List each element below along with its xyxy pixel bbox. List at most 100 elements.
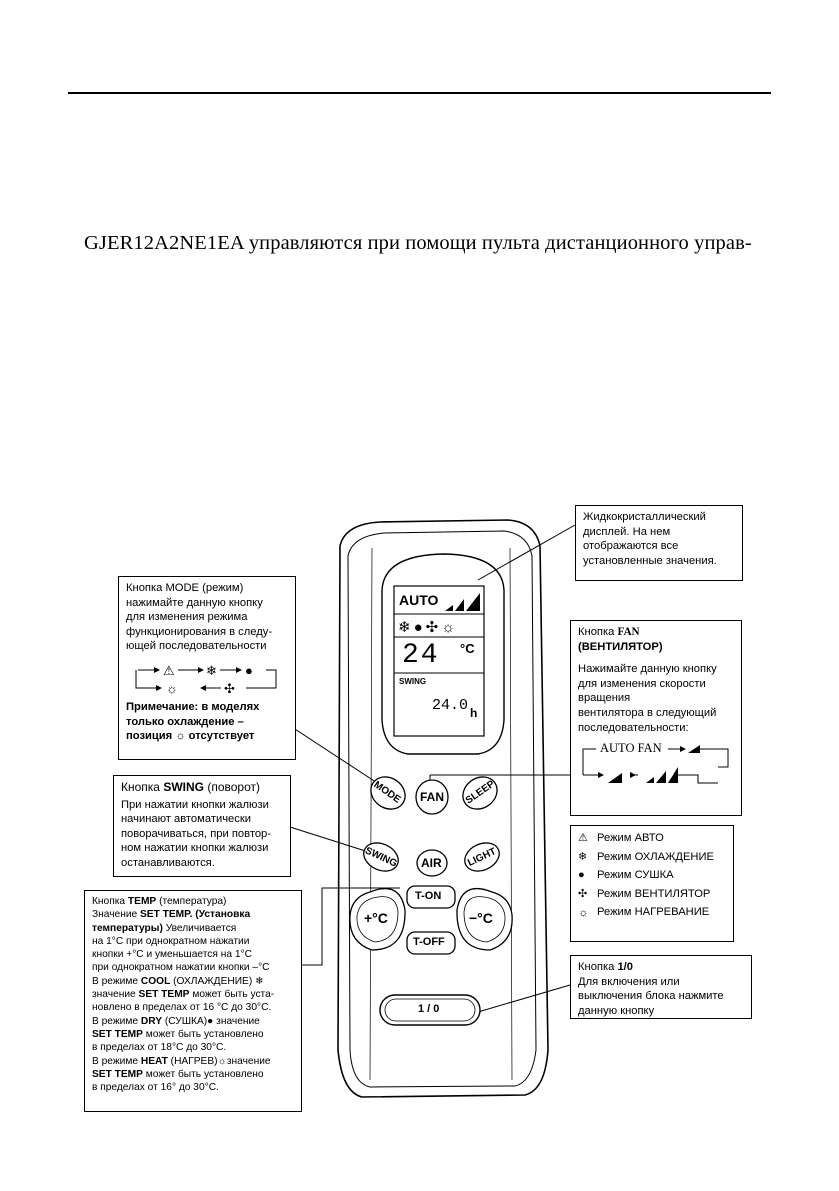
callout-temp-text: В режиме — [92, 1015, 141, 1027]
callout-mode-line: ющей последовательности — [126, 640, 267, 653]
callout-lcd-line: установленные значения. — [583, 554, 717, 567]
fan-icon: ✣ — [578, 888, 588, 901]
callout-temp-text: В режиме — [92, 975, 141, 987]
button-air — [416, 849, 448, 877]
callout-temp-text: в пределах от 16° до 30°С. — [92, 1082, 219, 1094]
mode-legend-item: Режим ВЕНТИЛЯТОР — [597, 887, 711, 900]
lcd-fan-bar-2 — [455, 599, 464, 611]
snowflake-icon: ❄ — [578, 850, 588, 863]
callout-mode-note-pos: позиция — [126, 730, 173, 743]
callout-swing-title-suffix: (поворот) — [207, 780, 261, 794]
callout-temp-text: может быть установлено — [142, 1028, 264, 1040]
lcd-mode-icons: ❄●✣☼ — [398, 619, 458, 636]
callout-swing-line: ном нажатии кнопки жалюзи — [121, 842, 269, 855]
callout-temp-text: значение — [226, 1055, 271, 1067]
callout-temp-bold: HEAT — [140, 1055, 168, 1067]
button-air-label[interactable]: AIR — [421, 856, 442, 870]
callout-temp-bold: DRY — [140, 1015, 162, 1027]
callout-power-line: данную кнопку — [578, 1004, 655, 1017]
button-sleep — [462, 776, 498, 810]
button-t-off-label[interactable]: T-OFF — [413, 936, 445, 948]
callout-temp-text: может быть установлено — [142, 1068, 264, 1080]
callout-swing-line: поворачиваться, при повтор- — [121, 827, 271, 840]
callout-temp-text: (температура) — [156, 896, 227, 907]
callout-temp-bold: SET TEMP. (Установка — [140, 909, 251, 921]
callout-mode-line: нажимайте данную кнопку — [126, 596, 263, 609]
callout-fan-line: вращения — [578, 692, 631, 705]
header-rule — [68, 92, 771, 94]
auto-icon: ⚠ — [163, 663, 175, 678]
mode-legend-item: Режим ОХЛАЖДЕНИЕ — [597, 850, 715, 863]
callout-fan-line: Нажимайте данную кнопку — [578, 663, 717, 676]
callout-temp-bold: TEMP — [127, 896, 157, 907]
callout-mode-note: только охлаждение – — [126, 715, 244, 728]
callout-lcd: Жидкокристаллический дисплей. На нем ото… — [575, 505, 743, 581]
callout-temp-bold: SET TEMP — [138, 989, 190, 1001]
callout-power: Кнопка 1/0 Для включения или выключения … — [570, 955, 752, 1019]
callout-temp-bold: SET TEMP — [92, 1028, 143, 1040]
callout-mode: Кнопка MODE (режим) нажимайте данную кно… — [118, 576, 296, 760]
callout-swing: Кнопка SWING (поворот) При нажатии кнопк… — [113, 775, 291, 877]
button-t-on — [406, 885, 456, 909]
lcd-temp: 24 — [402, 640, 440, 671]
callout-temp-text: значение — [92, 989, 139, 1001]
callout-temp-bold: SET TEMP — [92, 1068, 143, 1080]
intro-text: GJER12A2NE1EA управляются при помощи пул… — [84, 232, 752, 254]
button-power-label[interactable]: 1 / 0 — [418, 1003, 440, 1015]
callout-temp-text: в пределах от 18°С до 30°С. — [92, 1042, 227, 1054]
lcd-auto: AUTO — [399, 592, 439, 608]
button-fan-label[interactable]: FAN — [420, 790, 444, 804]
callout-temp: Кнопка TEMP (температура) Значение SET T… — [84, 890, 302, 1112]
lcd-timer-unit: h — [470, 706, 478, 720]
callout-swing-line: При нажатии кнопки жалюзи — [121, 798, 269, 811]
callout-fan-line: последовательности: — [578, 721, 689, 734]
mode-legend-item: Режим СУШКА — [597, 869, 674, 882]
button-power — [379, 994, 481, 1026]
drop-icon: ● — [207, 1015, 214, 1027]
callout-mode-note: Примечание: в моделях — [126, 700, 260, 713]
callout-temp-text: на 1°С при однократном нажатии — [92, 935, 250, 947]
callout-swing-title-name: SWING — [163, 780, 204, 794]
button-temp-minus-label[interactable]: −°C — [469, 910, 493, 926]
callout-temp-text: В режиме — [92, 1055, 141, 1067]
auto-icon: ⚠ — [578, 832, 589, 845]
sun-icon: ☼ — [166, 681, 178, 696]
callout-temp-text: кнопки +°С и уменьшается на 1°С — [92, 949, 252, 961]
drop-icon: ● — [578, 869, 585, 882]
callout-temp-bold: температуры) — [92, 922, 163, 934]
button-t-off — [406, 931, 456, 955]
button-mode — [370, 776, 406, 810]
callout-temp-text: Значение — [92, 909, 141, 921]
callout-temp-text: может быть уста- — [189, 989, 275, 1001]
callout-power-title-prefix: Кнопка — [578, 961, 618, 973]
lcd-fan-bar-3 — [466, 593, 480, 611]
callout-fan-line: вентилятора в следующий — [578, 706, 717, 719]
callout-fan-title-prefix: Кнопка — [578, 626, 615, 638]
button-swing — [363, 842, 399, 872]
snowflake-icon: ❄ — [255, 975, 264, 987]
snowflake-icon: ❄ — [206, 663, 217, 678]
mode-legend-item: Режим НАГРЕВАНИЕ — [597, 906, 710, 919]
callout-lcd-line: дисплей. На нем — [583, 525, 671, 538]
callout-fan-line: для изменения скорости — [578, 677, 706, 690]
callout-swing-line: начинают автоматически — [121, 813, 251, 826]
callout-temp-text: (ОХЛАЖДЕНИЕ) — [170, 975, 253, 987]
lcd-fan-bar-1 — [445, 605, 453, 611]
sun-icon: ☼ — [578, 906, 589, 919]
callout-temp-text: значение — [213, 1015, 260, 1027]
callout-fan-title-sub: (ВЕНТИЛЯТОР) — [578, 640, 663, 653]
button-temp-plus-label[interactable]: +°C — [364, 910, 388, 926]
callout-mode-line: функционирования в следу- — [126, 625, 273, 638]
callout-temp-bold: COOL — [140, 975, 171, 987]
callout-temp-text: Кнопка — [92, 896, 128, 907]
button-fan — [415, 779, 449, 815]
callout-modes: ⚠Режим АВТО ❄Режим ОХЛАЖДЕНИЕ ●Режим СУШ… — [570, 825, 734, 942]
callout-temp-text: при однократном нажатии кнопки –°С — [92, 962, 270, 974]
callout-lcd-line: Жидкокристаллический — [583, 511, 706, 523]
button-t-on-label[interactable]: T-ON — [415, 890, 442, 902]
callout-temp-text: (НАГРЕВ) — [167, 1055, 218, 1067]
callout-swing-title-prefix: Кнопка — [121, 780, 160, 794]
drop-icon: ● — [245, 663, 253, 678]
callout-temp-text: (СУШКА) — [162, 1015, 208, 1027]
